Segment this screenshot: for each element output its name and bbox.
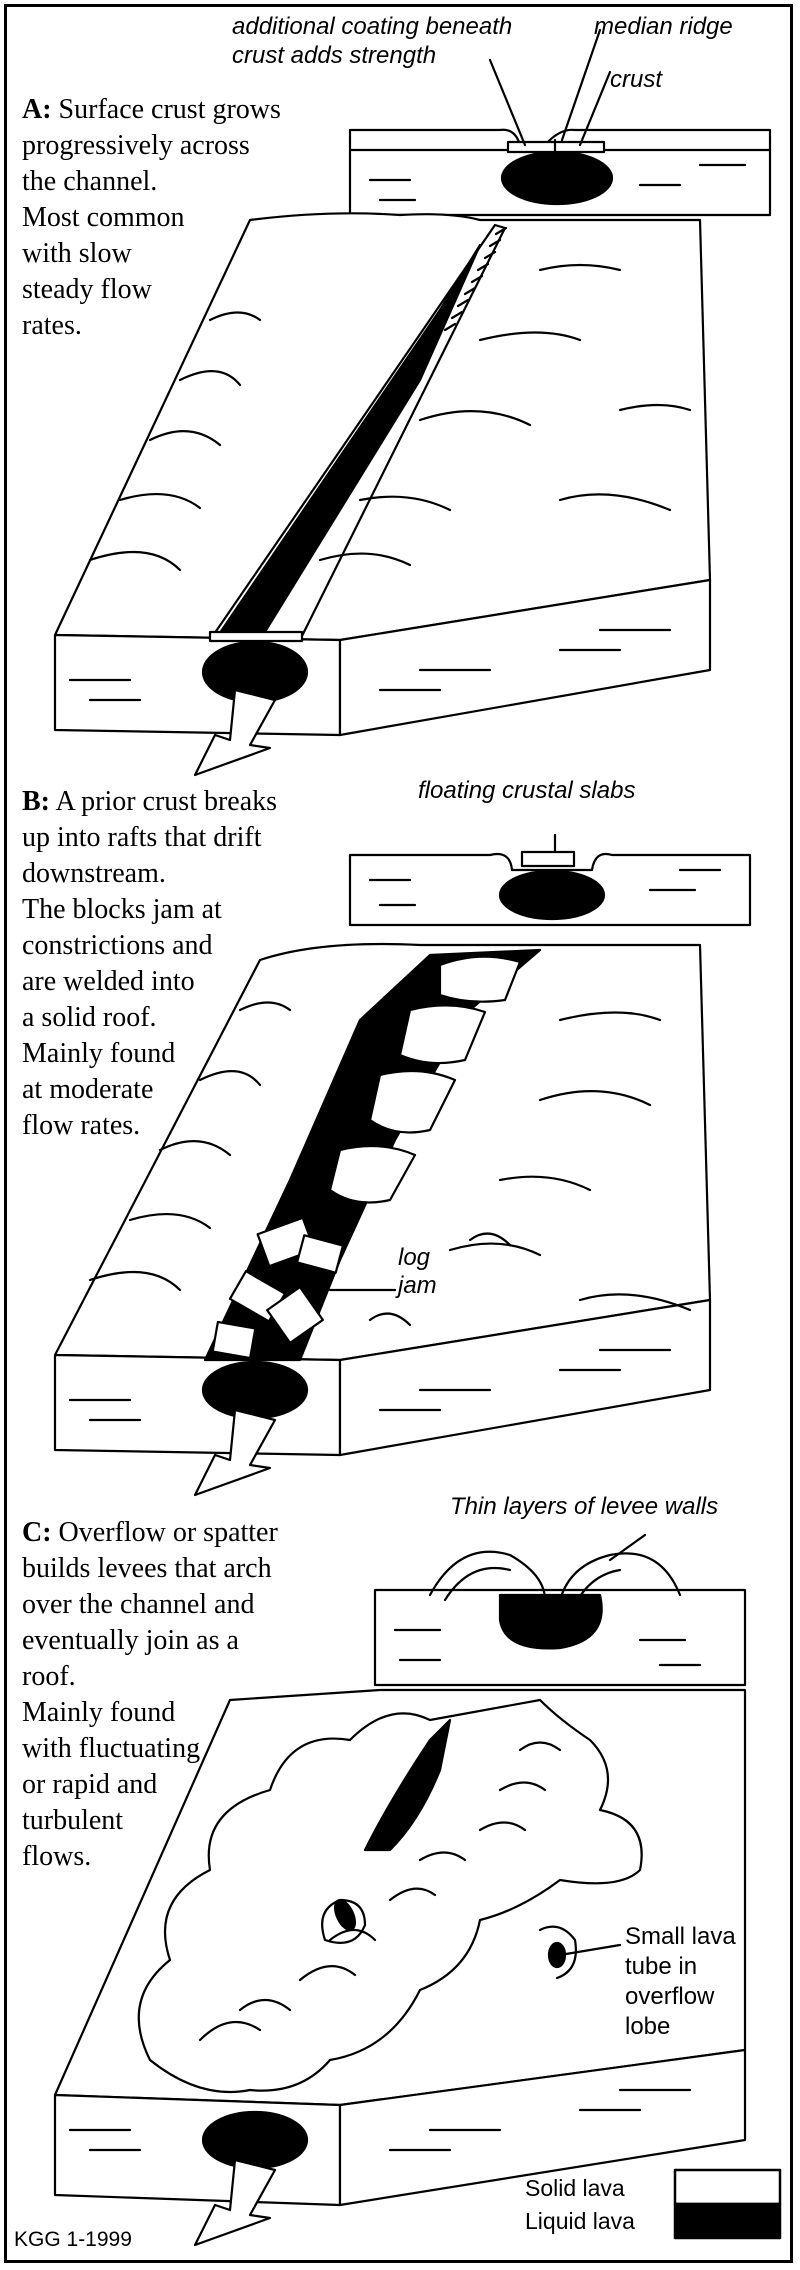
panel-c-main-block [53, 1688, 747, 2247]
liquid-lava-front-b [201, 1360, 309, 1420]
panel-c-inset-block [373, 1533, 747, 1687]
floating-slab-inset [520, 850, 576, 868]
legend-solid-label: Solid lava [525, 2175, 625, 2201]
label-additional-coating: additional coating beneath crust adds st… [232, 13, 513, 69]
label-floating-slabs: floating crustal slabs [418, 777, 636, 804]
liquid-lava-inset-a [500, 150, 614, 206]
liquid-lava-front-c [201, 2110, 309, 2170]
legend-liquid-label: Liquid lava [525, 2208, 635, 2234]
label-log-jam: log jam [398, 1244, 437, 1299]
legend-solid-swatch [673, 2168, 782, 2206]
flow-arrow-b [193, 1408, 277, 1497]
liquid-lava-inset-b [498, 869, 606, 921]
legend-liquid-swatch [673, 2202, 782, 2240]
liquid-channel-c [363, 1718, 452, 1852]
panel-a-caption: A: Surface crust grows progressively acr… [22, 94, 281, 341]
panel-b-caption: B: A prior crust breaks up into rafts th… [22, 786, 278, 1141]
crustal-raft-2 [398, 1004, 487, 1065]
label-thin-layers: Thin layers of levee walls [450, 1493, 719, 1520]
credit-text: KGG 1-1999 [14, 2228, 132, 2251]
panel-a-main-block [53, 212, 712, 777]
label-small-tube: Small lava tube in overflow lobe [625, 1923, 736, 2040]
flow-arrow-a [193, 688, 277, 777]
jam-block-5 [211, 1320, 257, 1360]
crustal-raft-1 [438, 955, 522, 1003]
label-median-ridge: median ridge [594, 13, 733, 40]
flow-arrow-c [193, 2158, 277, 2247]
panel-b-main-block [53, 942, 712, 1497]
jam-block-2 [295, 1234, 345, 1274]
crustal-raft-4 [328, 1144, 417, 1204]
crustal-raft-3 [368, 1069, 457, 1134]
overflow-levee-lobes [137, 1698, 643, 2094]
liquid-lava-inset-c [498, 1593, 603, 1650]
panel-c-caption: C: Overflow or spatter builds levees tha… [22, 1517, 278, 1872]
liquid-lava-front-a [201, 640, 309, 704]
jam-block-4 [266, 1286, 324, 1344]
panel-b-inset-block [348, 833, 752, 927]
panel-a-inset-block [348, 28, 772, 217]
label-crust: crust [610, 66, 663, 93]
